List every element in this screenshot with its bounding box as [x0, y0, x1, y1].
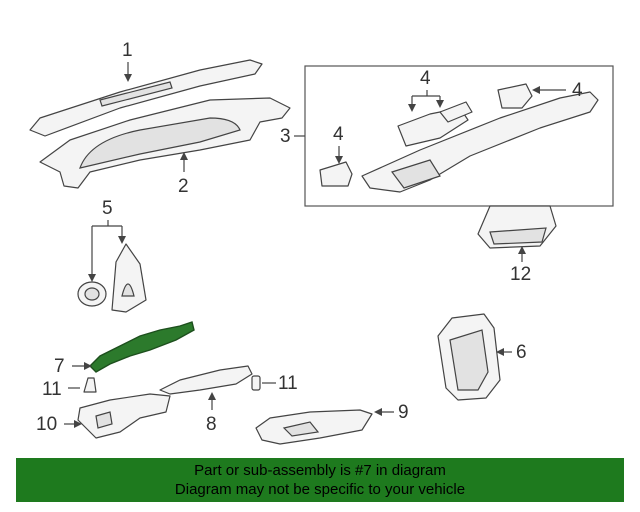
- banner-line-1: Part or sub-assembly is #7 in diagram: [194, 462, 446, 479]
- part-10-lower-panel-left: 10: [36, 393, 171, 439]
- banner-line-2: Diagram may not be specific to your vehi…: [174, 481, 466, 498]
- callout-8: 8: [206, 414, 217, 435]
- part-1-defroster-panel: 1: [29, 40, 263, 137]
- callout-4-right: 4: [572, 80, 583, 101]
- callout-11-right: 11: [278, 373, 298, 394]
- callout-5: 5: [102, 198, 113, 219]
- info-banner: Part or sub-assembly is #7 in diagram Di…: [16, 458, 624, 502]
- callout-3: 3: [280, 126, 291, 147]
- callout-4-left: 4: [333, 124, 344, 145]
- callout-11-left: 11: [42, 379, 62, 400]
- part-11-clips: 11 11: [42, 373, 298, 400]
- part-9-console-panel: 9: [255, 402, 409, 445]
- callout-2: 2: [178, 176, 189, 197]
- part-2-dash-pad: 2: [39, 97, 291, 197]
- callout-10: 10: [36, 414, 57, 435]
- callout-6: 6: [516, 342, 527, 363]
- parts-diagram: 1 2 3 4 4 4 5: [29, 40, 614, 445]
- callout-9: 9: [398, 402, 409, 423]
- part-8-lower-trim: 8: [159, 365, 253, 435]
- callout-1: 1: [122, 40, 133, 61]
- part-6-trim-bezel: 6: [437, 313, 527, 401]
- part-3-vent-assembly: 3 4 4 4: [280, 65, 614, 207]
- left-side-vent: [319, 161, 353, 187]
- part-5-tweeter-cover: 5: [77, 198, 147, 313]
- part-7-bracket-highlighted: 7: [54, 321, 195, 377]
- right-side-vent: [497, 83, 533, 109]
- center-vent-right: [439, 101, 473, 123]
- part-12-module: 12: [477, 205, 557, 285]
- callout-7: 7: [54, 356, 65, 377]
- callout-4-center: 4: [420, 68, 431, 89]
- callout-12: 12: [510, 264, 531, 285]
